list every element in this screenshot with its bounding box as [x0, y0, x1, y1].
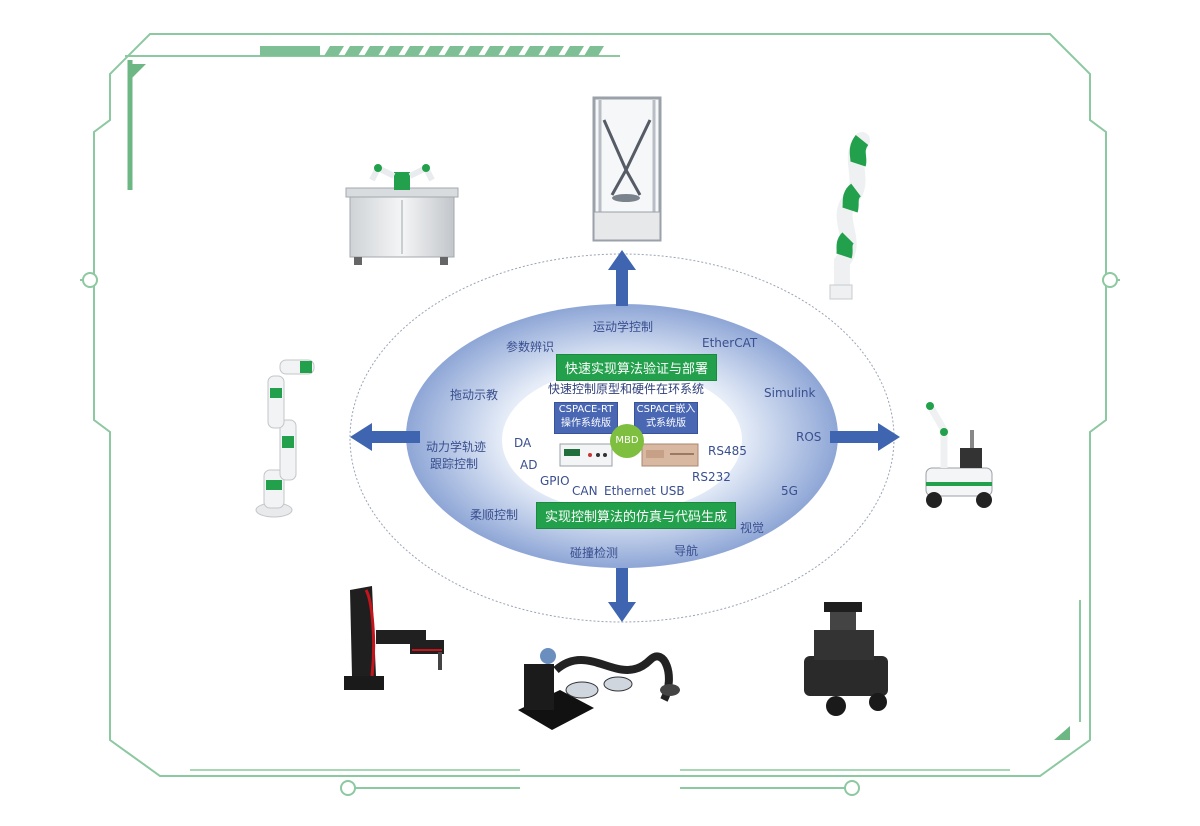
outer-label: 5G — [781, 484, 798, 498]
parallel-robot-frame-icon — [592, 96, 662, 242]
scara-robot-icon — [344, 586, 444, 690]
mobile-manipulator-robot-icon — [925, 402, 993, 508]
cspace-embedded-line2: 式系统版 — [646, 418, 686, 429]
interface-label: CAN — [572, 484, 598, 498]
interface-label: AD — [520, 458, 538, 472]
cspace-embedded-box: CSPACE嵌入 式系统版 — [634, 402, 698, 434]
outer-label: EtherCAT — [702, 336, 758, 350]
top-banner: 快速实现算法验证与部署 — [556, 354, 718, 381]
bottom-banner: 实现控制算法的仿真与代码生成 — [536, 502, 737, 529]
cspace-rt-line2: 操作系统版 — [561, 418, 611, 429]
outer-label: ROS — [796, 430, 822, 444]
arrow-up — [608, 250, 636, 306]
outer-label: 参数辨识 — [506, 340, 555, 354]
frame-stripes — [260, 46, 604, 56]
dual-arm-robot-cabinet-icon — [345, 163, 459, 265]
interface-label: RS232 — [692, 470, 731, 484]
interface-label: RS485 — [708, 444, 747, 458]
corner-triangle-bottom — [1054, 726, 1070, 740]
outer-label: Simulink — [764, 386, 816, 400]
interface-label: Ethernet — [604, 484, 656, 498]
mbd-badge: MBD — [610, 424, 644, 458]
frame-connectors — [82, 272, 1118, 796]
outer-label: 跟踪控制 — [430, 457, 479, 471]
mobile-robot-platform-icon — [804, 602, 888, 716]
interface-label: DA — [514, 436, 532, 450]
cspace-rt-line1: CSPACE-RT — [558, 404, 614, 415]
interface-label: USB — [660, 484, 685, 498]
snake-arm-robot-icon — [829, 132, 870, 300]
outer-label: 动力学轨迹 — [426, 440, 487, 454]
cspace-rt-box: CSPACE-RT 操作系统版 — [554, 402, 618, 434]
outer-label: 拖动示教 — [450, 388, 499, 402]
arrow-down — [608, 568, 636, 622]
outer-label: 视觉 — [740, 521, 765, 535]
arrow-right — [830, 423, 900, 451]
arrow-left — [350, 423, 420, 451]
outer-label: 碰撞检测 — [570, 546, 619, 560]
outer-label: 柔顺控制 — [470, 508, 519, 522]
corner-triangle-top — [130, 64, 146, 80]
cspace-embedded-line1: CSPACE嵌入 — [636, 404, 696, 415]
system-subtitle: 快速控制原型和硬件在环系统 — [547, 382, 705, 396]
interface-label: GPIO — [540, 474, 570, 488]
outer-label: 导航 — [674, 544, 699, 558]
embedded-controller-device — [641, 443, 699, 467]
collaborative-robot-arm-icon — [255, 359, 315, 518]
arrows — [350, 250, 900, 622]
outer-label: 运动学控制 — [592, 320, 654, 334]
rt-controller-device — [559, 443, 613, 467]
planar-arm-robot-icon — [518, 648, 680, 730]
